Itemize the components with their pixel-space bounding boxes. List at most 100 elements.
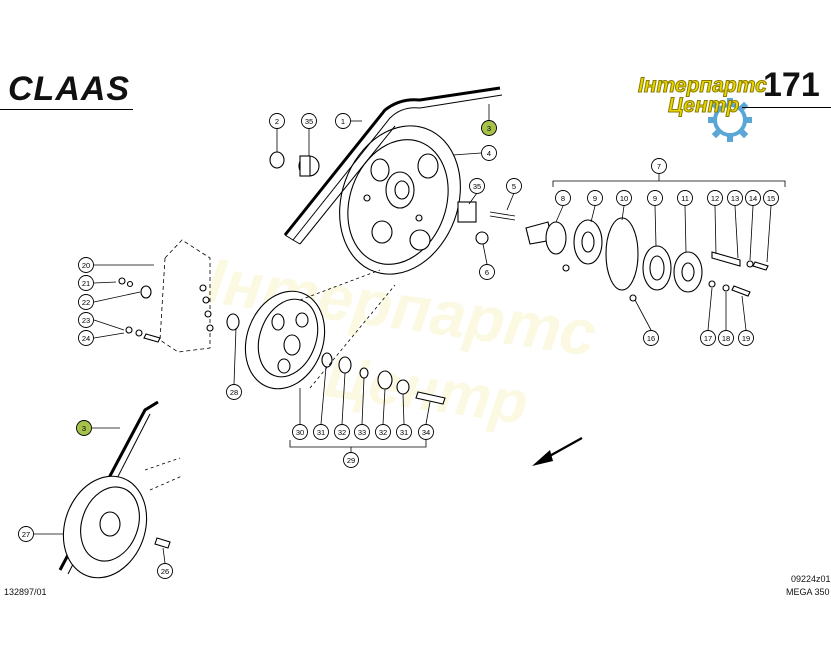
callout-35-right: 35 bbox=[469, 178, 485, 194]
callout-11: 11 bbox=[677, 190, 693, 206]
svg-text:30: 30 bbox=[296, 428, 304, 437]
callout-12: 12 bbox=[707, 190, 723, 206]
mounting-bracket bbox=[118, 239, 240, 353]
callout-33: 33 bbox=[354, 424, 370, 440]
callout-31-left: 31 bbox=[313, 424, 329, 440]
svg-text:21: 21 bbox=[82, 279, 90, 288]
callout-7: 7 bbox=[651, 158, 667, 174]
header-rule-left bbox=[0, 109, 133, 110]
leader-lines bbox=[34, 104, 772, 564]
svg-text:9: 9 bbox=[653, 194, 657, 203]
callout-9-left: 9 bbox=[587, 190, 603, 206]
callout-28: 28 bbox=[226, 384, 242, 400]
svg-text:26: 26 bbox=[161, 567, 169, 576]
clutch-assembly bbox=[525, 180, 786, 302]
svg-text:7: 7 bbox=[657, 162, 661, 171]
svg-text:10: 10 bbox=[620, 194, 628, 203]
drawing-number-right: 09224z01 bbox=[791, 574, 831, 584]
svg-text:2: 2 bbox=[275, 117, 279, 126]
gear-icon bbox=[708, 98, 752, 142]
svg-text:20: 20 bbox=[82, 261, 90, 270]
callout-30: 30 bbox=[292, 424, 308, 440]
svg-text:13: 13 bbox=[731, 194, 739, 203]
svg-text:5: 5 bbox=[512, 182, 516, 191]
logo-line1: Інтерпартс bbox=[638, 74, 768, 98]
page-number: 171 bbox=[763, 66, 820, 104]
callout-5: 5 bbox=[506, 178, 522, 194]
callout-22: 22 bbox=[78, 294, 94, 310]
svg-text:31: 31 bbox=[400, 428, 408, 437]
svg-text:33: 33 bbox=[358, 428, 366, 437]
bottom-pulley bbox=[58, 400, 183, 579]
callout-29: 29 bbox=[343, 452, 359, 468]
svg-text:24: 24 bbox=[82, 334, 90, 343]
callout-31-right: 31 bbox=[396, 424, 412, 440]
svg-text:23: 23 bbox=[82, 316, 90, 325]
callout-20: 20 bbox=[78, 257, 94, 273]
svg-text:3: 3 bbox=[82, 424, 86, 433]
svg-text:22: 22 bbox=[82, 298, 90, 307]
callout-13: 13 bbox=[727, 190, 743, 206]
callout-34: 34 bbox=[418, 424, 434, 440]
svg-text:19: 19 bbox=[742, 334, 750, 343]
callout-14: 14 bbox=[745, 190, 761, 206]
large-pulley bbox=[339, 125, 461, 275]
svg-text:15: 15 bbox=[767, 194, 775, 203]
brand-logo-text: CLAAS bbox=[8, 70, 131, 108]
drive-belt-upper bbox=[283, 86, 503, 245]
callout-16: 16 bbox=[643, 330, 659, 346]
callout-18: 18 bbox=[718, 330, 734, 346]
callout-1: 1 bbox=[335, 113, 351, 129]
svg-text:35: 35 bbox=[473, 182, 481, 191]
svg-text:16: 16 bbox=[647, 334, 655, 343]
bushing-parts-top bbox=[269, 151, 516, 245]
svg-text:12: 12 bbox=[711, 194, 719, 203]
callout-6: 6 bbox=[479, 264, 495, 280]
svg-text:4: 4 bbox=[487, 149, 491, 158]
callout-10: 10 bbox=[616, 190, 632, 206]
callout-15: 15 bbox=[763, 190, 779, 206]
callout-9-right: 9 bbox=[647, 190, 663, 206]
svg-text:11: 11 bbox=[681, 194, 689, 203]
svg-text:28: 28 bbox=[230, 388, 238, 397]
callout-3-top: 3 bbox=[481, 120, 497, 136]
svg-text:8: 8 bbox=[561, 194, 565, 203]
callout-32-left: 32 bbox=[334, 424, 350, 440]
callout-2: 2 bbox=[269, 113, 285, 129]
svg-text:6: 6 bbox=[485, 268, 489, 277]
callout-23: 23 bbox=[78, 312, 94, 328]
svg-text:27: 27 bbox=[22, 530, 30, 539]
callout-24: 24 bbox=[78, 330, 94, 346]
middle-pulley bbox=[244, 290, 326, 390]
callout-26: 26 bbox=[157, 563, 173, 579]
callout-32-right: 32 bbox=[375, 424, 391, 440]
svg-text:3: 3 bbox=[487, 124, 491, 133]
svg-text:17: 17 bbox=[704, 334, 712, 343]
callout-19: 19 bbox=[738, 330, 754, 346]
svg-text:29: 29 bbox=[347, 456, 355, 465]
svg-text:31: 31 bbox=[317, 428, 325, 437]
svg-text:35: 35 bbox=[305, 117, 313, 126]
drawing-number-left: 132897/01 bbox=[4, 587, 47, 597]
callout-8: 8 bbox=[555, 190, 571, 206]
direction-arrow bbox=[532, 437, 583, 466]
machine-model: MEGA 350 bbox=[786, 587, 830, 597]
interparts-logo: Інтерпартс Центр bbox=[636, 74, 767, 142]
svg-text:18: 18 bbox=[722, 334, 730, 343]
logo-line2: Центр bbox=[667, 94, 740, 118]
svg-text:32: 32 bbox=[338, 428, 346, 437]
callout-17: 17 bbox=[700, 330, 716, 346]
callout-4: 4 bbox=[481, 145, 497, 161]
svg-text:1: 1 bbox=[341, 117, 345, 126]
header-rule-right bbox=[742, 107, 831, 108]
callout-3-bottom: 3 bbox=[76, 420, 92, 436]
callout-21: 21 bbox=[78, 275, 94, 291]
svg-text:34: 34 bbox=[422, 428, 430, 437]
svg-text:9: 9 bbox=[593, 194, 597, 203]
shaft-small-parts bbox=[321, 352, 446, 405]
svg-text:32: 32 bbox=[379, 428, 387, 437]
callout-35-top: 35 bbox=[301, 113, 317, 129]
svg-text:14: 14 bbox=[749, 194, 757, 203]
